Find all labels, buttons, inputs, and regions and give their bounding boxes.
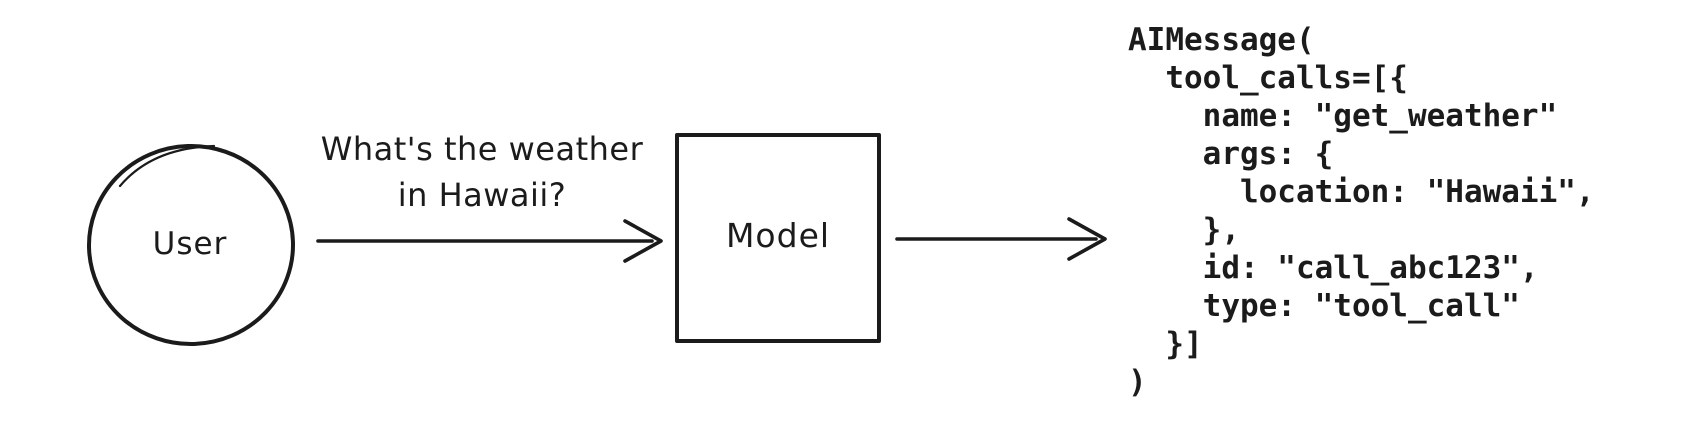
aimessage-code-block: AIMessage( tool_calls=[{ name: "get_weat… (1128, 22, 1595, 400)
query-label-line2: in Hawaii? (397, 176, 567, 214)
query-arrow (316, 219, 663, 263)
model-box (675, 133, 881, 343)
user-node-label: User (152, 226, 228, 262)
user-circle (87, 143, 295, 347)
output-arrow (895, 217, 1107, 261)
query-arrow-label: What's the weather in Hawaii? (312, 126, 652, 218)
model-node-label: Model (725, 216, 831, 255)
query-label-line1: What's the weather (320, 130, 644, 168)
